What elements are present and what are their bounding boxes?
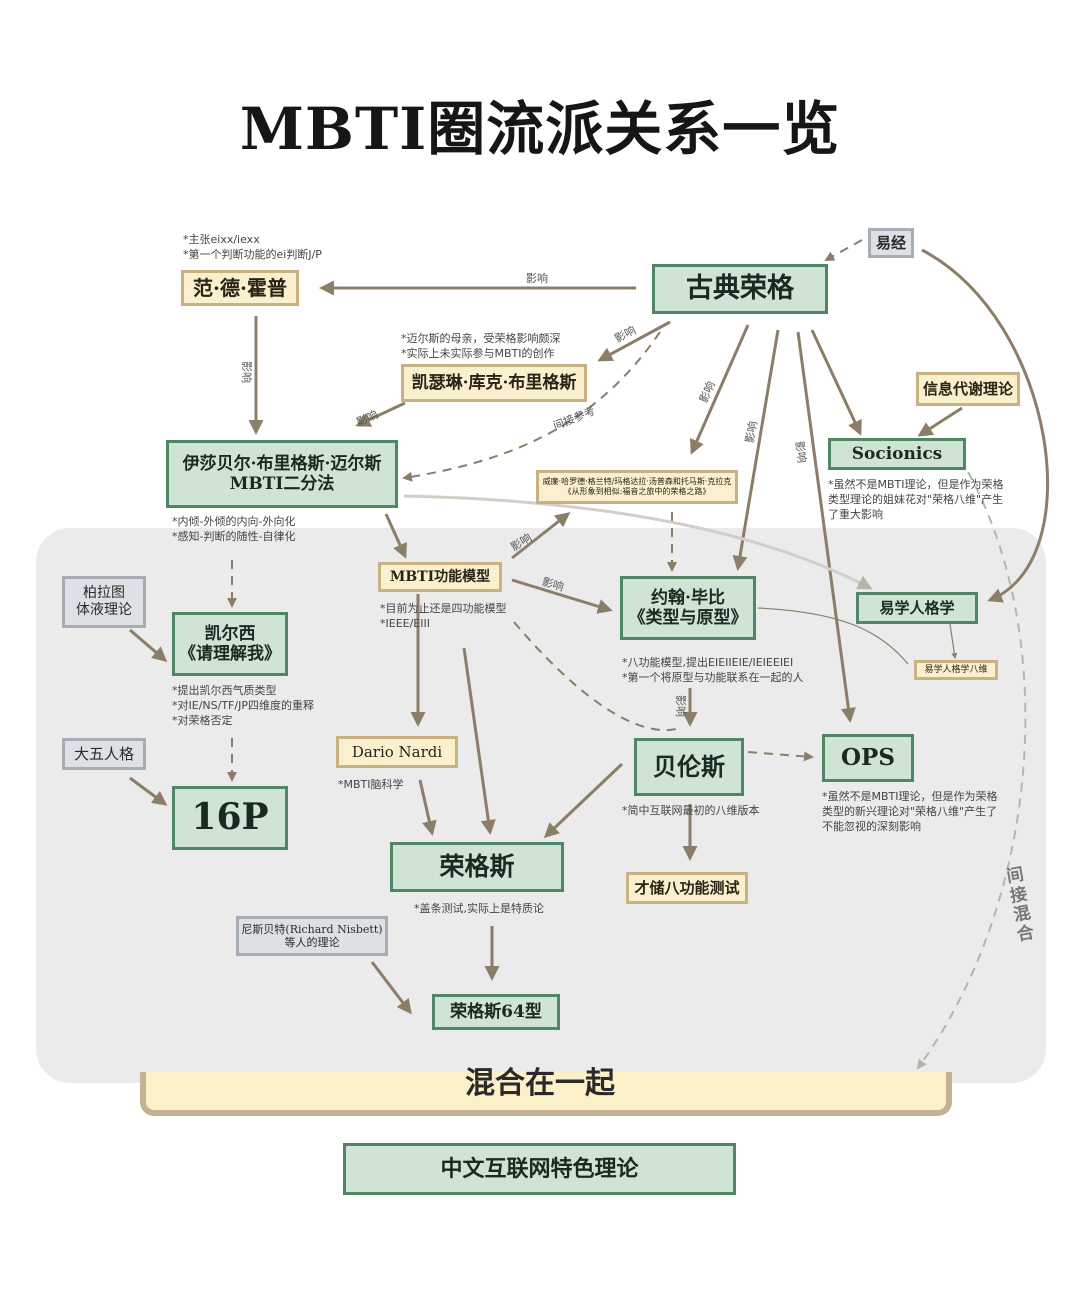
edge-jung-katharine <box>597 320 671 362</box>
edge-metabolism-socionics <box>917 406 963 437</box>
edge-katharine-myers <box>355 401 406 427</box>
node-classic-jung: 古典荣格 <box>652 264 828 314</box>
node-ops: OPS <box>822 734 914 782</box>
page-title: MBTI圈流派关系一览 <box>239 95 841 163</box>
edge-function-ops <box>513 621 681 732</box>
node-plato: 柏拉图 体液理论 <box>62 576 146 628</box>
edge-label-influence: 影响 <box>526 272 548 285</box>
edge-plato-keirsey <box>129 628 168 662</box>
edge-label-influence: 影响 <box>240 361 253 383</box>
edge-jung-book <box>689 324 750 455</box>
edge-berens-jungs <box>543 762 624 839</box>
edge-yixue-yixue8 <box>949 623 958 660</box>
node-beebe: 约翰·毕比 《类型与原型》 <box>620 576 756 640</box>
edge-yijing-yixue <box>921 248 1050 603</box>
edge-function-book <box>511 512 571 560</box>
node-van-der-hoop: 范·德·霍普 <box>181 270 299 306</box>
note-myers: *内倾-外倾的内向-外向化 *感知-判断的随性-自律化 <box>172 515 296 543</box>
note-jungs: *盖条测试,实际上是特质论 <box>414 902 544 915</box>
node-chinese: 中文互联网特色理论 <box>343 1143 736 1195</box>
note-socionics: *虽然不是MBTI理论，但是作为荣格 类型理论的姐妹花对"荣格八维"产生 了重大… <box>828 478 1004 521</box>
note-beebe: *八功能模型,提出EIEIIEIE/IEIEEIEI *第一个将原型与功能联系在… <box>622 656 804 684</box>
note-van-der-hoop: *主张eixx/iexx *第一个判断功能的ei判断J/P <box>183 233 322 261</box>
note-katharine: *迈尔斯的母亲，受荣格影响颇深 *实际上未实际参与MBTI的创作 <box>401 332 561 360</box>
node-function-model: MBTI功能模型 <box>378 562 502 592</box>
edge-yijing-jung <box>824 239 863 261</box>
note-berens: *简中互联网最初的八维版本 <box>622 804 760 817</box>
edge-bigfive-16p <box>129 776 168 806</box>
edge-function-jungs <box>462 647 496 835</box>
note-nardi: *MBTI脑科学 <box>338 778 404 791</box>
edge-socionics-indirect-mix <box>916 471 1027 1070</box>
node-yixue8: 易学人格学八维 <box>914 660 998 680</box>
node-book: 威廉·哈罗德·格兰特/玛格达拉·汤普森和托马斯·克拉克 《从形象到相似:福音之旅… <box>536 470 738 504</box>
edge-myers-function <box>384 513 407 559</box>
node-keirsey: 凯尔西 《请理解我》 <box>172 612 288 676</box>
node-nisbett: 尼斯贝特(Richard Nisbett) 等人的理论 <box>236 916 388 956</box>
note-ops: *虽然不是MBTI理论，但是作为荣格 类型的新兴理论对"荣格八维"产生了 不能忽… <box>822 790 998 833</box>
edge-jung-myers-indirect <box>402 331 661 482</box>
edge-label-influence: 影响 <box>792 440 809 464</box>
edge-label-influence: 影响 <box>674 695 687 717</box>
note-function-model: *目前为止还是四功能模型 *IEEE/EIII <box>380 602 507 630</box>
note-keirsey: *提出凯尔西气质类型 *对IE/NS/TF/JP四维度的重释 *对荣格否定 <box>172 684 314 727</box>
node-katharine: 凯瑟琳·库克·布里格斯 <box>401 364 587 402</box>
mix-label: 混合在一起 <box>465 1066 615 1101</box>
node-socionics: Socionics <box>828 438 966 470</box>
node-berens: 贝伦斯 <box>634 738 744 796</box>
edge-nardi-jungs <box>418 779 437 836</box>
edge-function-beebe <box>511 578 613 614</box>
edge-jung-ops <box>796 331 856 723</box>
node-yijing: 易经 <box>868 228 914 258</box>
node-myers: 伊莎贝尔·布里格斯·迈尔斯 MBTI二分法 <box>166 440 398 508</box>
node-bigfive: 大五人格 <box>62 738 146 770</box>
edge-nisbett-jungs64 <box>370 961 412 1015</box>
node-16p: 16P <box>172 786 288 850</box>
mix-bracket <box>140 1072 952 1116</box>
edge-berens-ops <box>747 751 814 762</box>
edge-beebe-yixue8 <box>757 607 909 665</box>
node-jungs: 荣格斯 <box>390 842 564 892</box>
edge-jung-beebe <box>732 329 780 571</box>
node-dario-nardi: Dario Nardi <box>336 736 458 768</box>
node-yixue: 易学人格学 <box>856 592 978 624</box>
node-jungs64: 荣格斯64型 <box>432 994 560 1030</box>
node-caichu: 才储八功能测试 <box>626 872 748 904</box>
edge-myers-yixue <box>403 494 873 590</box>
edge-jung-socionics <box>810 329 862 436</box>
node-metabolism: 信息代谢理论 <box>916 372 1020 406</box>
